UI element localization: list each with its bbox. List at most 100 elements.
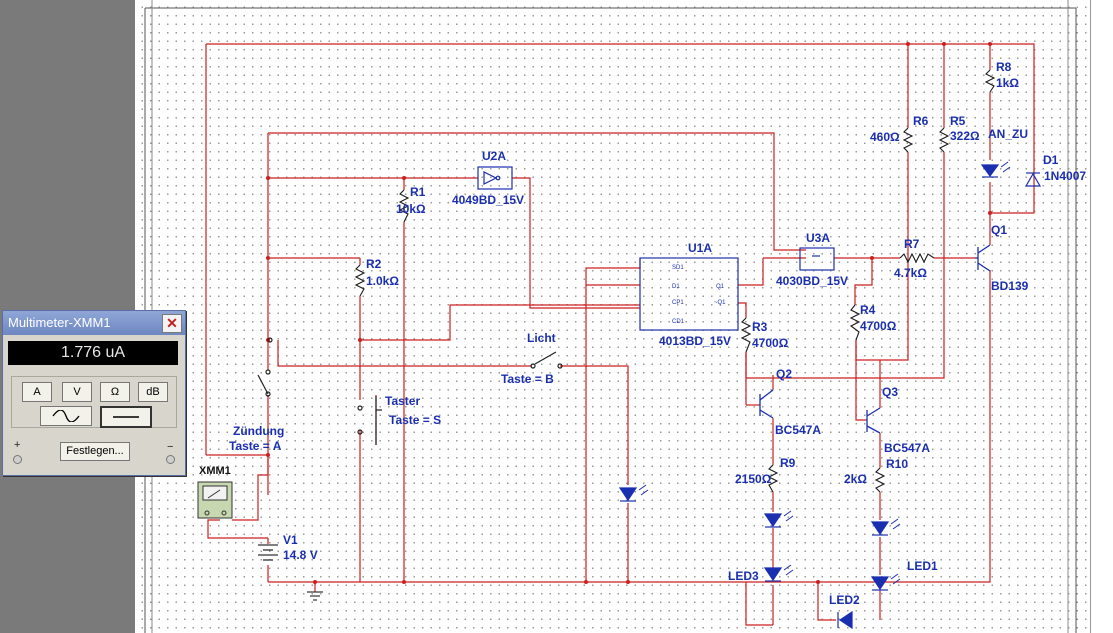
diode-d1[interactable]	[1024, 172, 1042, 187]
q1-part: BD139	[991, 279, 1029, 293]
decibel-button[interactable]: dB	[138, 382, 168, 402]
resistor-r6	[902, 127, 914, 153]
flipflop-u1a[interactable]: SD1 D1 CP1 CD1 Q1 ~Q1	[639, 257, 739, 331]
led1	[870, 576, 890, 591]
u1a-pin-sd1: SD1	[672, 265, 684, 271]
zuendung-key: Taste = A	[229, 439, 282, 453]
sine-wave-icon	[52, 409, 80, 423]
inverter-u2a[interactable]	[477, 166, 513, 190]
plus-terminal[interactable]	[13, 455, 22, 464]
led-emission-arrows	[638, 161, 1011, 585]
minus-terminal-label: −	[167, 441, 174, 453]
ac-mode-button[interactable]	[40, 406, 92, 426]
r10-value: 2kΩ	[844, 472, 867, 486]
led3	[763, 567, 783, 582]
resistor-r2	[354, 264, 366, 297]
q1-ref: Q1	[991, 223, 1007, 237]
switch-taster[interactable]	[357, 396, 382, 445]
resistor-r1	[398, 189, 410, 223]
resistor-r3	[740, 317, 752, 353]
r5-ref: R5	[950, 114, 966, 128]
led-an-zu-label: AN_ZU	[988, 127, 1028, 141]
minus-terminal[interactable]	[166, 455, 175, 464]
multimeter-instrument-icon[interactable]	[197, 481, 233, 519]
r5-value: 322Ω	[950, 129, 980, 143]
ampere-button[interactable]: A	[22, 382, 52, 402]
u1a-ref: U1A	[688, 241, 712, 255]
r6-value: 460Ω	[870, 130, 900, 144]
r7-ref: R7	[904, 237, 920, 251]
settings-button[interactable]: Festlegen...	[60, 442, 130, 461]
led1-label: LED1	[907, 559, 938, 573]
resistors[interactable]	[354, 69, 996, 493]
led3-label: LED3	[728, 569, 759, 583]
r4-value: 4700Ω	[860, 319, 897, 333]
taster-key: Taste = S	[389, 413, 441, 427]
zuendung-label: Zündung	[233, 424, 284, 438]
r2-value: 1.0kΩ	[366, 274, 399, 288]
d1-ref: D1	[1043, 153, 1059, 167]
licht-label: Licht	[527, 331, 556, 345]
u3a-ref: U3A	[806, 231, 830, 245]
schematic-sheet[interactable]	[135, 0, 1090, 633]
r6-ref: R6	[913, 114, 929, 128]
q3-ref: Q3	[882, 385, 898, 399]
u1a-pin-d1: D1	[672, 284, 680, 290]
leds[interactable]	[618, 164, 1000, 630]
multimeter-window[interactable]: Multimeter-XMM1 ✕ 1.776 uA A V Ω dB + − …	[2, 310, 186, 476]
r3-ref: R3	[752, 320, 768, 334]
dc-mode-button[interactable]	[100, 406, 152, 428]
licht-key: Taste = B	[501, 372, 554, 386]
sheet-border-right	[1090, 0, 1113, 633]
u3a-part: 4030BD_15V	[776, 274, 848, 288]
resistor-r5	[938, 127, 950, 153]
r7-value: 4.7kΩ	[894, 266, 927, 280]
u2a-part: 4049BD_15V	[452, 193, 524, 207]
resistor-r10	[874, 467, 886, 493]
u1a-pin-cp1: CP1	[672, 300, 684, 306]
xor-gate-u3a[interactable]	[799, 247, 835, 271]
v1-value: 14.8 V	[283, 548, 318, 562]
r2-ref: R2	[366, 257, 382, 271]
r8-ref: R8	[996, 60, 1012, 74]
r1-ref: R1	[410, 185, 426, 199]
plus-terminal-label: +	[14, 439, 21, 451]
resistor-r4	[849, 304, 861, 341]
v1-ref: V1	[283, 533, 298, 547]
volt-button[interactable]: V	[62, 382, 92, 402]
switch-licht[interactable]	[530, 351, 563, 369]
r9-value: 2150Ω	[735, 472, 772, 486]
u1a-pin-nq1: ~Q1	[714, 300, 726, 306]
led-r10	[870, 521, 890, 536]
q2-ref: Q2	[776, 367, 792, 381]
d1-part: 1N4007	[1044, 169, 1086, 183]
transistor-q3[interactable]	[866, 407, 881, 434]
junctions	[266, 42, 992, 584]
ohm-button[interactable]: Ω	[100, 382, 130, 402]
u2a-ref: U2A	[482, 149, 506, 163]
switch-zuendung[interactable]	[257, 337, 273, 397]
u1a-part: 4013BD_15V	[659, 334, 731, 348]
led-r9	[763, 513, 783, 528]
battery-v1[interactable]	[258, 544, 278, 561]
multimeter-title: Multimeter-XMM1	[8, 315, 111, 330]
close-button[interactable]: ✕	[162, 314, 182, 333]
led-an-zu	[980, 164, 1000, 178]
transistor-q1[interactable]	[975, 244, 991, 272]
r3-value: 4700Ω	[752, 336, 789, 350]
taster-label: Taster	[385, 394, 420, 408]
q2-part: BC547A	[775, 423, 821, 437]
r9-ref: R9	[780, 456, 796, 470]
led2-label: LED2	[829, 593, 860, 607]
led-licht	[618, 487, 638, 502]
led2	[837, 610, 853, 630]
r4-ref: R4	[860, 303, 876, 317]
r1-value: 10kΩ	[396, 202, 426, 216]
r8-value: 1kΩ	[996, 76, 1019, 90]
u1a-pin-q1: Q1	[716, 284, 725, 290]
multimeter-titlebar[interactable]: Multimeter-XMM1 ✕	[3, 311, 185, 335]
r10-ref: R10	[886, 457, 908, 471]
resistor-r7	[899, 252, 935, 264]
transistor-q2[interactable]	[759, 389, 774, 419]
q3-part: BC547A	[884, 441, 930, 455]
